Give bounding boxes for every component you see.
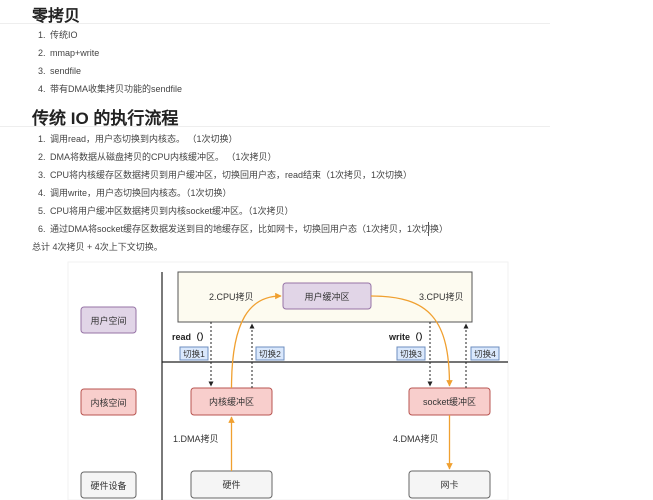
socket-buffer-label: socket缓冲区 <box>423 396 476 407</box>
switch-1-label: 切换1 <box>183 349 205 359</box>
cpu-copy-3-label: 3.CPU拷贝 <box>419 291 464 302</box>
summary-text: 总计 4次拷贝 + 4次上下文切换。 <box>32 242 163 252</box>
cpu-copy-3-arrow <box>370 295 453 387</box>
switch-3-label: 切换3 <box>400 349 422 359</box>
switch-2-badge <box>255 346 285 361</box>
list-item: 4.带有DMA收集拷贝功能的sendfile <box>38 84 183 94</box>
hardware-box-label: 硬件 <box>222 479 240 490</box>
section-title-zero-copy: 零拷贝 <box>32 8 81 25</box>
list-item: 1.调用read，用户态切换到内核态。 （1次切换） <box>38 134 238 144</box>
hardware-label-box <box>80 471 137 499</box>
title-divider <box>0 126 550 127</box>
section-title-traditional-io: 传统 IO 的执行流程 <box>32 109 179 128</box>
user-space-label: 用户空间 <box>90 315 126 326</box>
zero-copy-list: 1.传统IO 2.mmap+write 3.sendfile 4.带有DMA收集… <box>38 26 182 98</box>
list-item: 2.mmap+write <box>38 48 100 58</box>
list-item: 1.传统IO <box>38 30 78 40</box>
switch-4-badge <box>470 346 500 361</box>
dma-copy-1-label: 1.DMA拷贝 <box>173 433 219 444</box>
nic-box <box>408 470 491 499</box>
dma-copy-4-label: 4.DMA拷贝 <box>393 433 439 444</box>
switch-2-label: 切换2 <box>259 349 281 359</box>
switch-4-label: 切换4 <box>474 349 496 359</box>
cpu-copy-2-arrow <box>230 292 282 389</box>
list-item: 5.CPU将用户缓冲区数据拷贝到内核socket缓冲区。（1次拷贝） <box>38 206 294 216</box>
nic-box-label: 网卡 <box>440 479 458 490</box>
user-space-label-box <box>80 306 137 334</box>
user-buffer-label: 用户缓冲区 <box>304 291 349 302</box>
diagram-frame <box>67 261 509 500</box>
cpu-copy-2-label: 2.CPU拷贝 <box>209 291 254 302</box>
list-item: 3.CPU将内核缓存区数据拷贝到用户缓冲区，切换回用户态，read结束（1次拷贝… <box>38 170 413 180</box>
title-divider <box>0 23 550 24</box>
kernel-space-label: 内核空间 <box>90 397 126 408</box>
read-call-label: read（） <box>172 332 209 342</box>
switch-1-badge <box>179 346 209 361</box>
list-item: 2.DMA将数据从磁盘拷贝的CPU内核缓冲区。 （1次拷贝） <box>38 152 277 162</box>
io-steps-list: 1.调用read，用户态切换到内核态。 （1次切换） 2.DMA将数据从磁盘拷贝… <box>38 130 448 238</box>
write-call-label: write（） <box>388 332 428 342</box>
hardware-label: 硬件设备 <box>90 480 126 491</box>
list-item: 4.调用write，用户态切换回内核态。（1次切换） <box>38 188 232 198</box>
list-item: 3.sendfile <box>38 66 82 76</box>
kernel-space-label-box <box>80 388 137 416</box>
text-cursor <box>428 222 429 236</box>
switch-3-badge <box>396 346 426 361</box>
list-item: 6.通过DMA将socket缓存区数据发送到目的地缓存区，比如网卡，切换回用户态… <box>38 224 449 234</box>
kernel-buffer-label: 内核缓冲区 <box>209 396 254 407</box>
